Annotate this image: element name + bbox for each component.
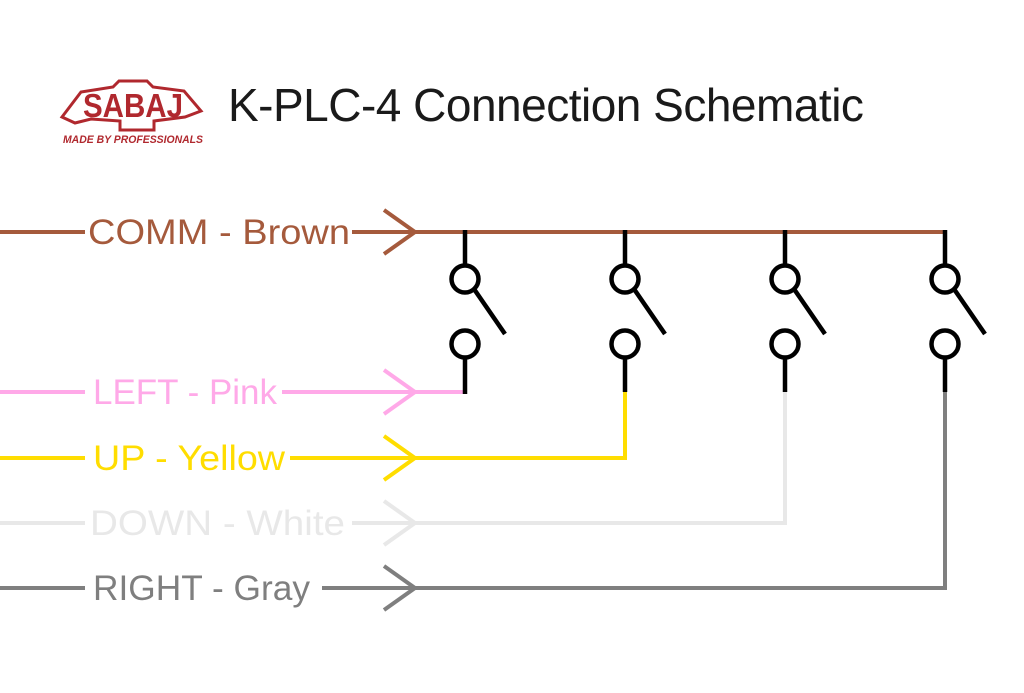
page-title: K-PLC-4 Connection Schematic [228, 79, 864, 131]
logo-banner-outline [59, 79, 204, 132]
logo-tagline: MADE BY PROFESSIONALS [63, 134, 204, 146]
left-arrow-icon [382, 368, 419, 416]
switch-2-upper-contact [609, 263, 641, 295]
switches [449, 230, 987, 394]
left-label: LEFT - Pink [93, 373, 277, 412]
down-label: DOWN - White [90, 504, 345, 543]
wire-up: UP - Yellow [0, 392, 627, 482]
wire-comm: COMM - Brown [0, 208, 945, 256]
up-arrow-icon [382, 434, 419, 482]
switch-2-lower-contact [609, 328, 641, 360]
logo-brand-text: SABAJ [83, 87, 183, 124]
switch-3 [769, 230, 827, 392]
switch-2 [609, 230, 667, 392]
switch-4-lower-contact [929, 328, 961, 360]
brand-logo: SABAJ MADE BY PROFESSIONALS [59, 79, 204, 146]
up-label: UP - Yellow [93, 439, 286, 478]
wire-down: DOWN - White [0, 392, 787, 547]
down-arrow-icon [382, 499, 419, 547]
switch-4-lever [952, 287, 987, 336]
wire-right: RIGHT - Gray [0, 392, 947, 612]
switch-3-upper-contact [769, 263, 801, 295]
right-arrow-icon [382, 564, 419, 612]
switch-1 [449, 230, 507, 394]
wire-left: LEFT - Pink [0, 368, 465, 416]
switch-2-lever [632, 287, 667, 336]
switch-4 [929, 230, 987, 392]
switch-3-lower-contact [769, 328, 801, 360]
comm-arrow-icon [382, 208, 419, 256]
comm-label: COMM - Brown [88, 213, 350, 252]
right-label: RIGHT - Gray [93, 569, 310, 608]
switch-3-lever [792, 287, 827, 336]
switch-1-lower-contact [449, 328, 481, 360]
switch-1-lever [472, 287, 507, 336]
switch-4-upper-contact [929, 263, 961, 295]
switch-1-upper-contact [449, 263, 481, 295]
